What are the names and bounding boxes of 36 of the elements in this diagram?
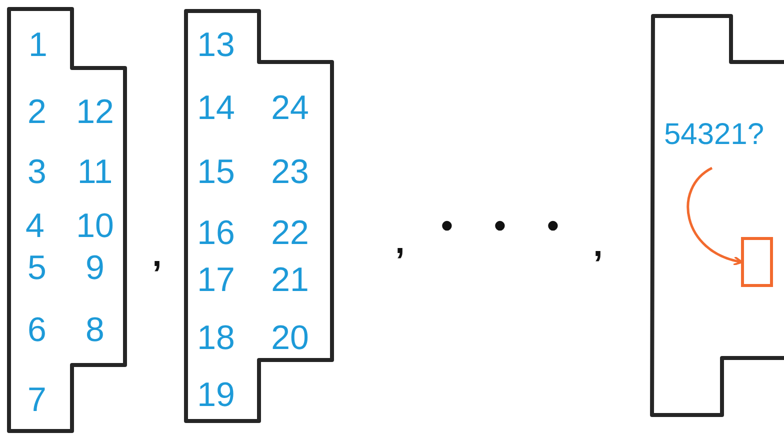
number-label: 7 (28, 383, 46, 417)
small-box (741, 237, 773, 287)
column-outline (8, 8, 126, 432)
number-label: 15 (197, 155, 235, 189)
number-label: 18 (197, 321, 235, 355)
number-label: 1 (28, 28, 48, 62)
curved-arrow (686, 166, 743, 266)
number-label: 20 (271, 321, 309, 355)
number-label: 14 (197, 91, 235, 125)
number-label: 17 (197, 263, 235, 297)
separator-mark: • (547, 209, 559, 243)
number-label: 16 (197, 216, 235, 250)
number-label: 21 (271, 263, 309, 297)
number-label: 12 (76, 95, 114, 129)
number-label: 11 (77, 155, 113, 189)
number-label: 6 (28, 313, 46, 347)
number-label: 4 (26, 209, 44, 243)
separator-mark: • (441, 209, 453, 243)
number-label: 22 (271, 216, 309, 250)
number-label: 2 (28, 95, 46, 129)
number-label: 9 (86, 251, 104, 285)
number-label: 19 (197, 378, 235, 412)
number-label: 3 (28, 155, 46, 189)
number-label: 54321? (664, 120, 764, 150)
number-label: 23 (271, 155, 309, 189)
number-label: 13 (197, 28, 235, 62)
number-label: 5 (28, 251, 46, 285)
number-label: 10 (76, 209, 114, 243)
separator-mark: , (593, 228, 603, 262)
separator-mark: • (494, 209, 506, 243)
number-label: 24 (271, 91, 309, 125)
separator-mark: , (152, 238, 162, 272)
number-label: 8 (86, 313, 104, 347)
column-outline (185, 10, 333, 422)
separator-mark: , (395, 225, 405, 259)
column-outline (651, 15, 784, 417)
